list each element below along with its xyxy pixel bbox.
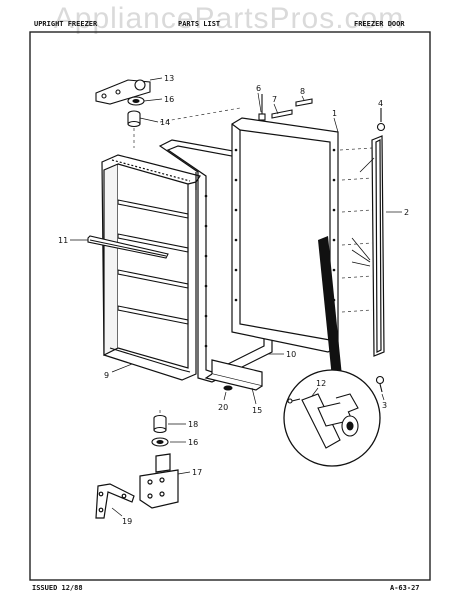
part-3-screw	[375, 375, 385, 393]
callout-4: 4	[378, 99, 383, 108]
footer-issued: ISSUED 12/88	[32, 584, 83, 592]
callout-12: 12	[316, 379, 326, 388]
part-17-bottom-hinge	[139, 453, 179, 509]
part-1-outer-door-panel	[231, 117, 339, 353]
callout-1: 1	[332, 109, 337, 118]
callout-10: 10	[286, 350, 296, 359]
callout-11: 11	[58, 236, 68, 245]
part-7-plug	[271, 109, 293, 119]
part-15-bottom-bracket	[204, 359, 263, 391]
callout-2: 2	[404, 208, 409, 217]
callout-6: 6	[256, 84, 261, 93]
callout-13: 13	[164, 74, 174, 83]
part-20-screw	[223, 385, 233, 391]
part-8-plug	[295, 98, 313, 107]
header-right: FREEZER DOOR	[354, 20, 405, 28]
callout-3: 3	[382, 401, 387, 410]
footer-page-code: A-63-27	[390, 584, 420, 592]
part-2-door-handle	[371, 135, 385, 357]
gasket-dots	[204, 194, 208, 348]
part-6-pin	[258, 94, 266, 121]
callout-18: 18	[188, 420, 198, 429]
part-16-bottom-washer	[151, 437, 169, 447]
part-19-hinge-bracket	[95, 483, 135, 519]
callout-14: 14	[160, 118, 170, 127]
callout-15: 15	[252, 406, 262, 415]
part-18-bottom-bushing	[153, 414, 167, 434]
part-4-screw	[376, 108, 386, 132]
callout-19: 19	[122, 517, 132, 526]
callout-16-bottom: 16	[188, 438, 198, 447]
callout-16-top: 16	[164, 95, 174, 104]
part-11-shelf-rail	[87, 235, 169, 259]
part-16-top-washer	[127, 96, 145, 106]
header-left: UPRIGHT FREEZER	[34, 20, 98, 28]
part-9-door-liner	[101, 154, 201, 381]
callout-20: 20	[218, 403, 228, 412]
part-14-top-bushing	[127, 110, 141, 128]
door-panel-screws	[234, 148, 336, 332]
callout-9: 9	[104, 371, 109, 380]
part-12-lock-inset	[283, 236, 381, 467]
door-liner-shelves	[109, 199, 191, 373]
callout-17: 17	[192, 468, 202, 477]
diagram-border	[29, 31, 431, 581]
callout-8: 8	[300, 87, 305, 96]
part-13-top-hinge	[95, 79, 151, 105]
callout-7: 7	[272, 95, 277, 104]
callout-labels: 13 16 14 6 7 8 1 4 2 3 11 9 10 12 20 15 …	[58, 74, 409, 526]
handle-leader-lines	[351, 157, 375, 267]
header-center: PARTS LIST	[178, 20, 221, 28]
callout-leaders	[70, 77, 402, 517]
